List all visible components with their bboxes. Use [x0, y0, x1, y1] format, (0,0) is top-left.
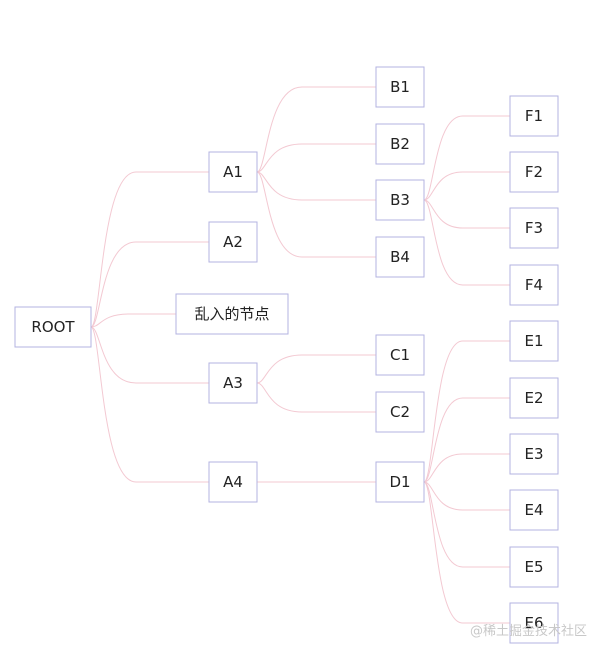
- node-l1_2: 乱入的节点: [175, 293, 289, 335]
- link-root-l1_2: [90, 313, 176, 328]
- link-b_2-f_2: [423, 199, 510, 229]
- node-f_0: F1: [509, 95, 559, 137]
- node-box: [208, 151, 258, 193]
- link-l1_0-b_3: [256, 171, 376, 258]
- node-box: [509, 151, 559, 193]
- link-l1_0-b_2: [256, 171, 376, 201]
- node-e_2: E3: [509, 433, 559, 475]
- node-box: [509, 433, 559, 475]
- node-box: [375, 123, 425, 165]
- node-label: F2: [525, 163, 543, 181]
- node-box: [509, 489, 559, 531]
- node-box: [509, 264, 559, 306]
- nodes: ROOTA1A2乱入的节点A3A4B1B2B3B4F1F2F3F4C1C2D1E…: [14, 66, 559, 644]
- link-b_2-f_3: [423, 199, 510, 286]
- link-d_0-e_5: [423, 481, 510, 624]
- node-c_1: C2: [375, 391, 425, 433]
- link-root-l1_1: [90, 241, 209, 328]
- node-d_0: D1: [375, 461, 425, 503]
- node-box: [509, 320, 559, 362]
- link-d_0-e_0: [423, 340, 510, 483]
- node-e_3: E4: [509, 489, 559, 531]
- connector-lines: [90, 86, 510, 624]
- node-label: C2: [390, 403, 410, 421]
- node-e_1: E2: [509, 377, 559, 419]
- node-label: E4: [524, 501, 543, 519]
- node-box: [375, 391, 425, 433]
- link-root-l1_0: [90, 171, 209, 328]
- node-f_3: F4: [509, 264, 559, 306]
- node-f_2: F3: [509, 207, 559, 249]
- link-b_2-f_1: [423, 171, 510, 201]
- node-box: [509, 377, 559, 419]
- node-e_5: E6: [509, 602, 559, 644]
- node-label: E5: [524, 558, 543, 576]
- node-label: E3: [524, 445, 543, 463]
- link-l1_3-c_1: [256, 382, 376, 413]
- node-l1_4: A4: [208, 461, 258, 503]
- node-l1_0: A1: [208, 151, 258, 193]
- node-box: [509, 95, 559, 137]
- node-label: B4: [390, 248, 410, 266]
- link-d_0-e_4: [423, 481, 510, 568]
- node-label: D1: [389, 473, 410, 491]
- node-b_1: B2: [375, 123, 425, 165]
- node-box: [14, 306, 92, 348]
- node-box: [208, 221, 258, 263]
- node-box: [208, 461, 258, 503]
- link-l1_0-b_1: [256, 143, 376, 173]
- node-box: [208, 362, 258, 404]
- node-label: F4: [525, 276, 543, 294]
- node-b_3: B4: [375, 236, 425, 278]
- link-d_0-e_3: [423, 481, 510, 511]
- node-label: ROOT: [31, 318, 75, 336]
- node-label: A3: [223, 374, 243, 392]
- link-l1_3-c_0: [256, 354, 376, 384]
- node-label: F3: [525, 219, 543, 237]
- node-f_1: F2: [509, 151, 559, 193]
- link-root-l1_4: [90, 326, 209, 483]
- node-label: A1: [223, 163, 243, 181]
- node-box: [375, 179, 425, 221]
- node-root: ROOT: [14, 306, 92, 348]
- node-box: [509, 207, 559, 249]
- node-label: E2: [524, 389, 543, 407]
- node-box: [175, 293, 289, 335]
- node-c_0: C1: [375, 334, 425, 376]
- link-l1_0-b_0: [256, 86, 376, 173]
- node-label: B1: [390, 78, 410, 96]
- node-label: E1: [524, 332, 543, 350]
- node-label: A2: [223, 233, 243, 251]
- node-box: [375, 66, 425, 108]
- node-box: [375, 236, 425, 278]
- link-b_2-f_0: [423, 115, 510, 201]
- node-label: 乱入的节点: [194, 305, 269, 323]
- node-box: [375, 334, 425, 376]
- node-box: [509, 546, 559, 588]
- node-label: F1: [525, 107, 543, 125]
- link-d_0-e_2: [423, 453, 510, 483]
- watermark: @稀土掘金技术社区: [470, 624, 588, 639]
- node-label: C1: [390, 346, 410, 364]
- node-box: [509, 602, 559, 644]
- node-label: B2: [390, 135, 410, 153]
- node-e_0: E1: [509, 320, 559, 362]
- link-root-l1_3: [90, 326, 209, 384]
- node-b_2: B3: [375, 179, 425, 221]
- node-l1_1: A2: [208, 221, 258, 263]
- node-e_4: E5: [509, 546, 559, 588]
- node-b_0: B1: [375, 66, 425, 108]
- link-d_0-e_1: [423, 397, 510, 483]
- node-label: B3: [390, 191, 410, 209]
- node-label: A4: [223, 473, 243, 491]
- node-label: E6: [524, 614, 543, 632]
- node-l1_3: A3: [208, 362, 258, 404]
- node-box: [375, 461, 425, 503]
